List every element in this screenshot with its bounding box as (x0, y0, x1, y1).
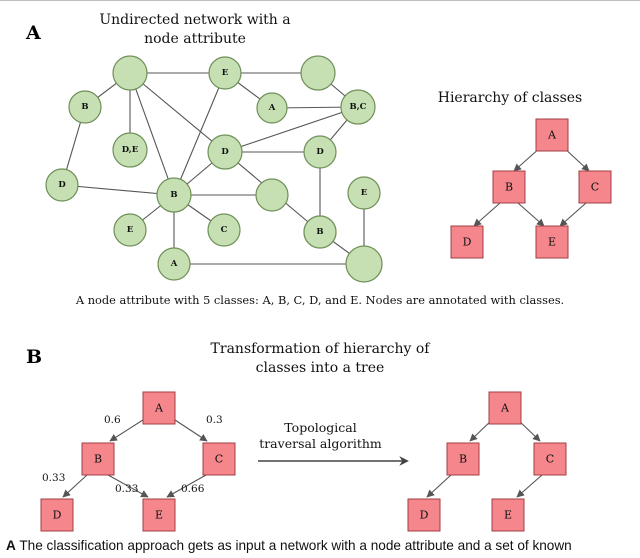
tree-label: A (500, 402, 510, 415)
tree-label: D (420, 509, 429, 522)
dag-label: E (155, 509, 163, 522)
caption-panel-ref: A (6, 538, 16, 553)
edge-weight-label: 0.3 (206, 414, 223, 426)
tree-node-a (488, 391, 522, 425)
network-node-label: B (170, 190, 177, 200)
tree-label: C (546, 453, 554, 466)
hierarchy-node-d (450, 225, 484, 259)
dag-node-d (40, 498, 74, 532)
network-node-label: E (222, 68, 229, 78)
network-node-label: E (361, 188, 368, 198)
dag-node-e (142, 498, 176, 532)
panel-b-letter: B (26, 346, 43, 368)
network-node-label: B (81, 102, 88, 112)
dag-label: A (154, 402, 164, 415)
hierarchy-node-c (578, 170, 612, 204)
hierarchy-node-a (535, 118, 569, 152)
network-node (255, 178, 289, 212)
edge-weights: 0.6 0.3 0.33 0.33 0.66 (42, 414, 223, 495)
network-node-label: E (127, 225, 134, 235)
network-node-labels: E B A B,C B D,E D D D B E C E A (58, 68, 367, 269)
hierarchy-label: C (591, 181, 599, 194)
edge-weight-label: 0.33 (42, 472, 65, 484)
network-node-label: B,C (350, 102, 367, 112)
hierarchy-label: E (548, 236, 556, 249)
network-node (208, 56, 242, 90)
dag-node-c (202, 442, 236, 476)
topological-traversal-label: Topological traversal algorithm (259, 420, 382, 451)
network-node (345, 245, 383, 283)
network-node (303, 135, 337, 169)
tree-node-e (491, 498, 525, 532)
network-node (207, 213, 241, 247)
tree-node-d (407, 498, 441, 532)
hierarchy-node-b (492, 170, 526, 204)
network-node (256, 92, 288, 124)
network-node-label: A (170, 259, 178, 269)
tree-label: E (504, 509, 512, 522)
network-node (112, 132, 148, 168)
network-node-label: C (221, 225, 228, 235)
edge-weight-label: 0.33 (115, 483, 138, 495)
network-node (45, 168, 79, 202)
network-node-label: D (58, 180, 66, 190)
hierarchy-node-e (535, 225, 569, 259)
network-node-label: B (316, 227, 323, 237)
network-node (113, 213, 147, 247)
network-title: Undirected network with a node attribute (99, 12, 291, 47)
figure-caption: A The classification approach gets as in… (6, 538, 640, 553)
top-rule (0, 0, 640, 1)
caption-text: The classification approach gets as inpu… (15, 538, 572, 553)
panel-a-letter: A (26, 22, 41, 44)
network-node (68, 90, 102, 124)
hierarchy-node-labels: A B C D E (463, 129, 600, 249)
network-node (156, 177, 192, 213)
hierarchy-nodes (450, 118, 612, 259)
tree-edges (426, 417, 543, 498)
hierarchy-label: D (463, 236, 472, 249)
network-node (207, 134, 243, 170)
dag-edges (62, 417, 208, 498)
dag-label: B (94, 453, 102, 466)
panel-a-caption: A node attribute with 5 classes: A, B, C… (75, 293, 565, 307)
network-node (340, 89, 376, 125)
network-node (300, 55, 336, 91)
edge-weight-label: 0.6 (104, 414, 121, 426)
hierarchy-label: A (547, 129, 557, 142)
network-node (303, 215, 337, 249)
tree-node-c (533, 442, 567, 476)
hierarchy-title: Hierarchy of classes (437, 90, 583, 106)
network-node (157, 247, 191, 281)
network-node-label: D (316, 147, 324, 157)
network-nodes (45, 55, 383, 283)
network-node-label: D (221, 147, 229, 157)
tree-node-b (446, 442, 480, 476)
transformation-title: Transformation of hierarchy of classes i… (210, 341, 430, 376)
hierarchy-label: B (505, 181, 513, 194)
network-node (112, 55, 148, 91)
hierarchy-edges (473, 146, 590, 227)
tree-label: B (459, 453, 467, 466)
dag-node-b (81, 442, 115, 476)
network-node-label: D,E (122, 145, 139, 155)
edge-weight-label: 0.66 (181, 483, 205, 495)
tree-nodes (407, 391, 567, 532)
dag-nodes (40, 391, 236, 532)
tree-node-labels: A B C D E (420, 402, 555, 522)
network-node-label: A (268, 103, 276, 113)
dag-node-a (142, 391, 176, 425)
dag-label: C (215, 453, 223, 466)
network-node (347, 176, 381, 210)
dag-label: D (53, 509, 62, 522)
dag-node-labels: A B C D E (53, 402, 224, 522)
